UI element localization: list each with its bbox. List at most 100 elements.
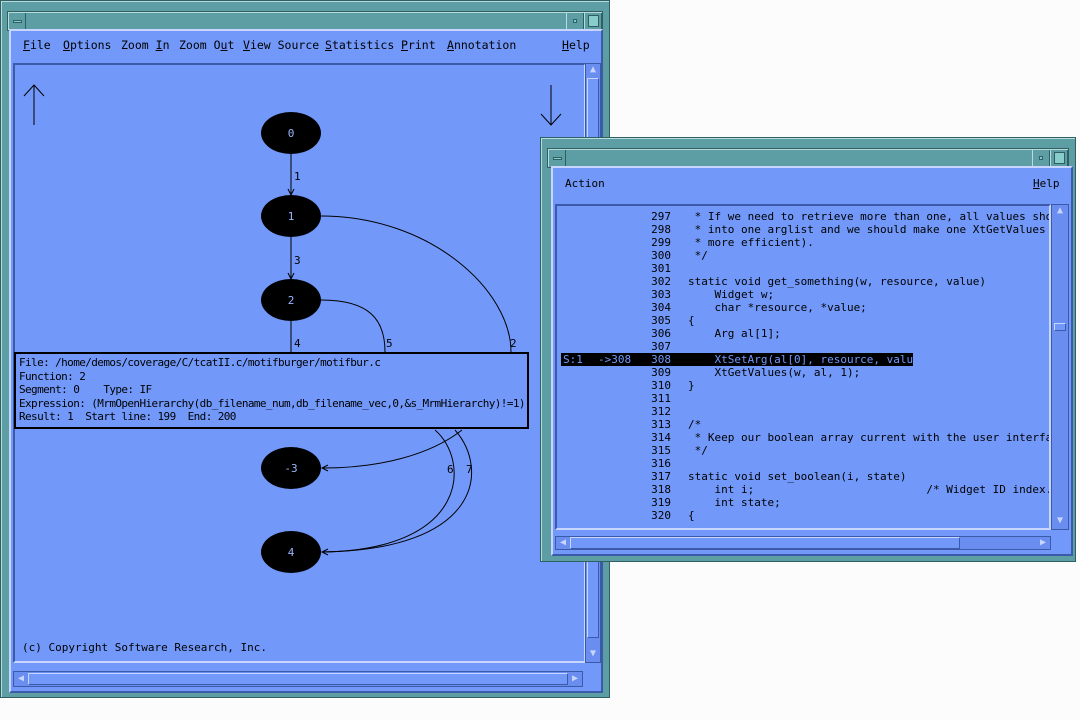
code-line[interactable]: 306 Arg al[1]; <box>557 327 1049 340</box>
code-line[interactable]: 315 */ <box>557 444 1049 457</box>
code-text: static void set_boolean(i, state) <box>688 470 907 483</box>
scroll-right-arrow[interactable]: ▶ <box>571 673 579 684</box>
menu-action[interactable]: Action <box>565 177 605 190</box>
code-text: { <box>688 509 695 522</box>
line-number: 315 <box>651 444 671 457</box>
help-mnemonic: H <box>1033 177 1040 190</box>
code-line[interactable]: 320 { <box>557 509 1049 522</box>
scroll-up-arrow[interactable]: ▲ <box>589 64 597 75</box>
menu-help[interactable]: Help <box>562 38 590 52</box>
code-line[interactable]: 307 <box>557 340 1049 353</box>
scroll-thumb-h[interactable] <box>570 537 960 549</box>
code-text: { <box>688 314 695 327</box>
line-number: 313 <box>651 418 671 431</box>
coverage-graph-window: File Options Zoom In Zoom Out View Source Sta… <box>0 0 610 698</box>
highlight-bar <box>561 353 913 366</box>
menu-statistics[interactable]: Statistics <box>325 38 395 52</box>
code-line[interactable]: 318 int i; /* Widget ID index. <box>557 483 1049 496</box>
info-result: Result: 1 Start line: 199 End: 200 <box>19 410 236 423</box>
line-pointer: ->308 <box>598 353 632 366</box>
title-bar[interactable] <box>7 11 603 31</box>
source-code-view[interactable]: 297 * If we need to retrieve more than o… <box>555 204 1051 530</box>
help-label: elp <box>1039 177 1060 190</box>
horizontal-scrollbar[interactable]: ◀ ▶ <box>13 671 583 687</box>
line-number: 301 <box>651 262 671 275</box>
line-number: 298 <box>651 223 671 236</box>
menu-view-source[interactable]: View Source <box>243 38 320 52</box>
info-function: Function: 2 <box>19 369 86 383</box>
scroll-left-arrow[interactable]: ◀ <box>17 673 25 684</box>
scroll-right-arrow[interactable]: ▶ <box>1039 537 1047 548</box>
menu-print[interactable]: Print <box>401 38 436 52</box>
info-file: File: /home/demos/coverage/C/tcatII.c/mo… <box>19 356 381 369</box>
maximize-button[interactable] <box>1050 150 1068 167</box>
code-text: * into one arglist and we should make on… <box>688 223 1051 236</box>
source-horizontal-scrollbar[interactable]: ◀ ▶ <box>555 536 1051 550</box>
code-text: * If we need to retrieve more than one, … <box>688 210 1051 223</box>
code-text: char *resource, *value; <box>688 301 867 314</box>
maximize-button[interactable] <box>584 13 602 30</box>
code-text: */ <box>688 249 708 262</box>
line-number: 320 <box>651 509 671 522</box>
code-text: XtSetArg(al[0], resource, value); <box>688 353 934 366</box>
code-line[interactable]: 300 */ <box>557 249 1049 262</box>
copyright-text: (c) Copyright Software Research, Inc. <box>22 641 268 654</box>
window-menu-button[interactable] <box>548 150 566 167</box>
code-line[interactable]: 314 * Keep our boolean array current wit… <box>557 431 1049 444</box>
code-line[interactable]: 309 XtGetValues(w, al, 1); <box>557 366 1049 379</box>
code-line[interactable]: 305 { <box>557 314 1049 327</box>
code-line[interactable]: 310} <box>557 379 1049 392</box>
line-number: 318 <box>651 483 671 496</box>
code-text: */ <box>688 444 708 457</box>
menu-options[interactable]: Options <box>63 38 112 52</box>
line-number: 311 <box>651 392 671 405</box>
code-line[interactable]: 311 <box>557 392 1049 405</box>
info-segment: Segment: 0 Type: IF <box>19 383 152 396</box>
menu-help[interactable]: Help <box>1033 177 1060 190</box>
line-number: 297 <box>651 210 671 223</box>
scroll-down-arrow[interactable]: ▼ <box>589 648 597 659</box>
menu-annotation[interactable]: Annotation <box>447 38 517 52</box>
source-title-bar[interactable] <box>547 148 1069 168</box>
code-line[interactable]: 316 <box>557 457 1049 470</box>
line-number: 305 <box>651 314 671 327</box>
line-number: 300 <box>651 249 671 262</box>
code-line[interactable]: 298 * into one arglist and we should mak… <box>557 223 1049 236</box>
code-line[interactable]: 313/* <box>557 418 1049 431</box>
scroll-down-arrow[interactable]: ▼ <box>1056 515 1064 526</box>
window-menu-button[interactable] <box>8 13 26 30</box>
code-line[interactable]: 319 int state; <box>557 496 1049 509</box>
code-line[interactable]: 303 Widget w; <box>557 288 1049 301</box>
menu-zoom-in[interactable]: Zoom In <box>121 38 170 52</box>
code-line[interactable]: 299 * more efficient). <box>557 236 1049 249</box>
source-vertical-scrollbar[interactable]: ▲ ▼ <box>1051 204 1069 530</box>
line-number: 302 <box>651 275 671 288</box>
code-text: Widget w; <box>688 288 775 301</box>
code-line[interactable]: 312 <box>557 405 1049 418</box>
code-line[interactable]: 297 * If we need to retrieve more than o… <box>557 210 1049 223</box>
menu-zoom-out[interactable]: Zoom Out <box>179 38 235 52</box>
scroll-up-arrow[interactable]: ▲ <box>1056 205 1064 216</box>
menu-file[interactable]: File <box>23 38 51 52</box>
minimize-button[interactable] <box>1032 150 1050 167</box>
scroll-thumb-h[interactable] <box>28 673 568 685</box>
line-number: 310 <box>651 379 671 392</box>
code-line[interactable]: 304 char *resource, *value; <box>557 301 1049 314</box>
line-number: 306 <box>651 327 671 340</box>
code-text: int i; /* Widget ID index. <box>688 483 1051 496</box>
scroll-thumb[interactable] <box>1054 323 1066 331</box>
code-text: XtGetValues(w, al, 1); <box>688 366 861 379</box>
line-number: 319 <box>651 496 671 509</box>
line-number: 307 <box>651 340 671 353</box>
line-number: 303 <box>651 288 671 301</box>
scroll-left-arrow[interactable]: ◀ <box>559 537 567 548</box>
source-panel: Action Help 297 * If we need to retrieve… <box>551 166 1073 556</box>
line-number: 309 <box>651 366 671 379</box>
minimize-button[interactable] <box>566 13 584 30</box>
info-expression: Expression: (MrmOpenHierarchy(db_filenam… <box>19 396 526 410</box>
code-line[interactable]: 301 <box>557 262 1049 275</box>
source-window: Action Help 297 * If we need to retrieve… <box>540 137 1076 562</box>
